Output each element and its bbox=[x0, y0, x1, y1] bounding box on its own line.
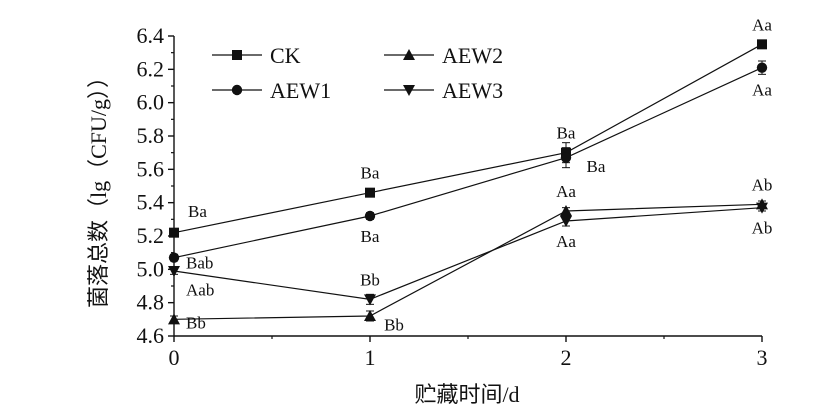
series-layer bbox=[168, 39, 768, 325]
data-point-aew3 bbox=[560, 216, 572, 227]
legend-marker-aew2 bbox=[403, 49, 415, 60]
data-point-aew1 bbox=[364, 210, 376, 222]
series-line-aew1 bbox=[173, 67, 763, 259]
y-tick-label: 5.0 bbox=[137, 256, 165, 281]
legend-label-aew1: AEW1 bbox=[270, 78, 331, 103]
significance-label: Aa bbox=[556, 182, 576, 201]
significance-label: Bab bbox=[186, 254, 213, 273]
series-ck bbox=[169, 39, 767, 238]
legend-label-aew2: AEW2 bbox=[442, 43, 503, 68]
data-point-ck bbox=[169, 227, 179, 238]
legend-marker-aew3 bbox=[403, 85, 415, 96]
y-tick-label: 6.4 bbox=[137, 23, 165, 48]
series-line-aew3 bbox=[173, 207, 763, 300]
legend-label-ck: CK bbox=[270, 43, 301, 68]
significance-label: Ba bbox=[361, 164, 380, 183]
data-point-aew2 bbox=[560, 205, 572, 216]
x-axis-title: 贮藏时间/d bbox=[414, 382, 519, 407]
axes: 4.6 4.8 5.0 5.2 5.4 5.6 5.8 6.0 6.2 6.4 0 1 2 3 bbox=[137, 23, 768, 370]
y-tick-label: 4.8 bbox=[137, 290, 165, 315]
data-point-aew2 bbox=[364, 310, 376, 321]
y-tick-label: 5.6 bbox=[137, 156, 165, 181]
significance-label: Bb bbox=[186, 314, 206, 333]
legend-item-ck: CK bbox=[212, 43, 301, 68]
y-tick-label: 6.0 bbox=[137, 90, 165, 115]
significance-label: Ab bbox=[752, 175, 773, 194]
significance-label: Aa bbox=[752, 15, 772, 34]
significance-label: Aa bbox=[556, 232, 576, 251]
data-point-aew3 bbox=[168, 266, 180, 277]
significance-label: Ba bbox=[557, 124, 576, 143]
y-tick-label: 5.8 bbox=[137, 123, 165, 148]
data-point-aew1 bbox=[560, 152, 572, 163]
data-point-aew1 bbox=[168, 252, 180, 263]
significance-label: Aa bbox=[752, 80, 772, 99]
series-line-aew2 bbox=[173, 203, 763, 320]
significance-label: Ba bbox=[361, 227, 380, 246]
x-tick-label: 0 bbox=[169, 345, 180, 370]
legend-marker-aew1 bbox=[231, 84, 243, 96]
series-line-ck bbox=[173, 43, 763, 234]
legend-item-aew3: AEW3 bbox=[384, 78, 503, 103]
y-tick-label: 5.2 bbox=[137, 223, 165, 248]
data-point-aew3 bbox=[756, 202, 768, 214]
y-tick-label: 5.4 bbox=[137, 190, 165, 215]
data-point-ck bbox=[757, 39, 767, 50]
significance-label: Bb bbox=[384, 315, 404, 334]
y-tick-label: 6.2 bbox=[137, 56, 165, 81]
legend-label-aew3: AEW3 bbox=[442, 78, 503, 103]
significance-label: Ba bbox=[587, 157, 606, 176]
data-point-aew3 bbox=[364, 294, 376, 306]
y-tick-label: 4.6 bbox=[137, 323, 165, 348]
x-tick-label: 2 bbox=[561, 345, 572, 370]
data-point-aew1 bbox=[756, 62, 768, 73]
legend-marker-ck bbox=[232, 50, 242, 60]
legend-item-aew1: AEW1 bbox=[212, 78, 331, 103]
data-point-ck bbox=[365, 187, 375, 198]
x-tick-label: 3 bbox=[757, 345, 768, 370]
series-aew2 bbox=[168, 198, 768, 325]
significance-label: Ab bbox=[752, 219, 773, 238]
y-axis-title: 菌落总数（lg（CFU/g）） bbox=[86, 66, 111, 308]
x-tick-label: 1 bbox=[365, 345, 376, 370]
significance-label: Aab bbox=[186, 280, 214, 299]
significance-label: Bb bbox=[360, 270, 380, 289]
series-aew3 bbox=[168, 202, 768, 306]
data-point-aew2 bbox=[168, 313, 180, 325]
significance-label: Ba bbox=[188, 202, 207, 221]
series-aew1 bbox=[168, 60, 768, 263]
legend-item-aew2: AEW2 bbox=[384, 43, 503, 68]
